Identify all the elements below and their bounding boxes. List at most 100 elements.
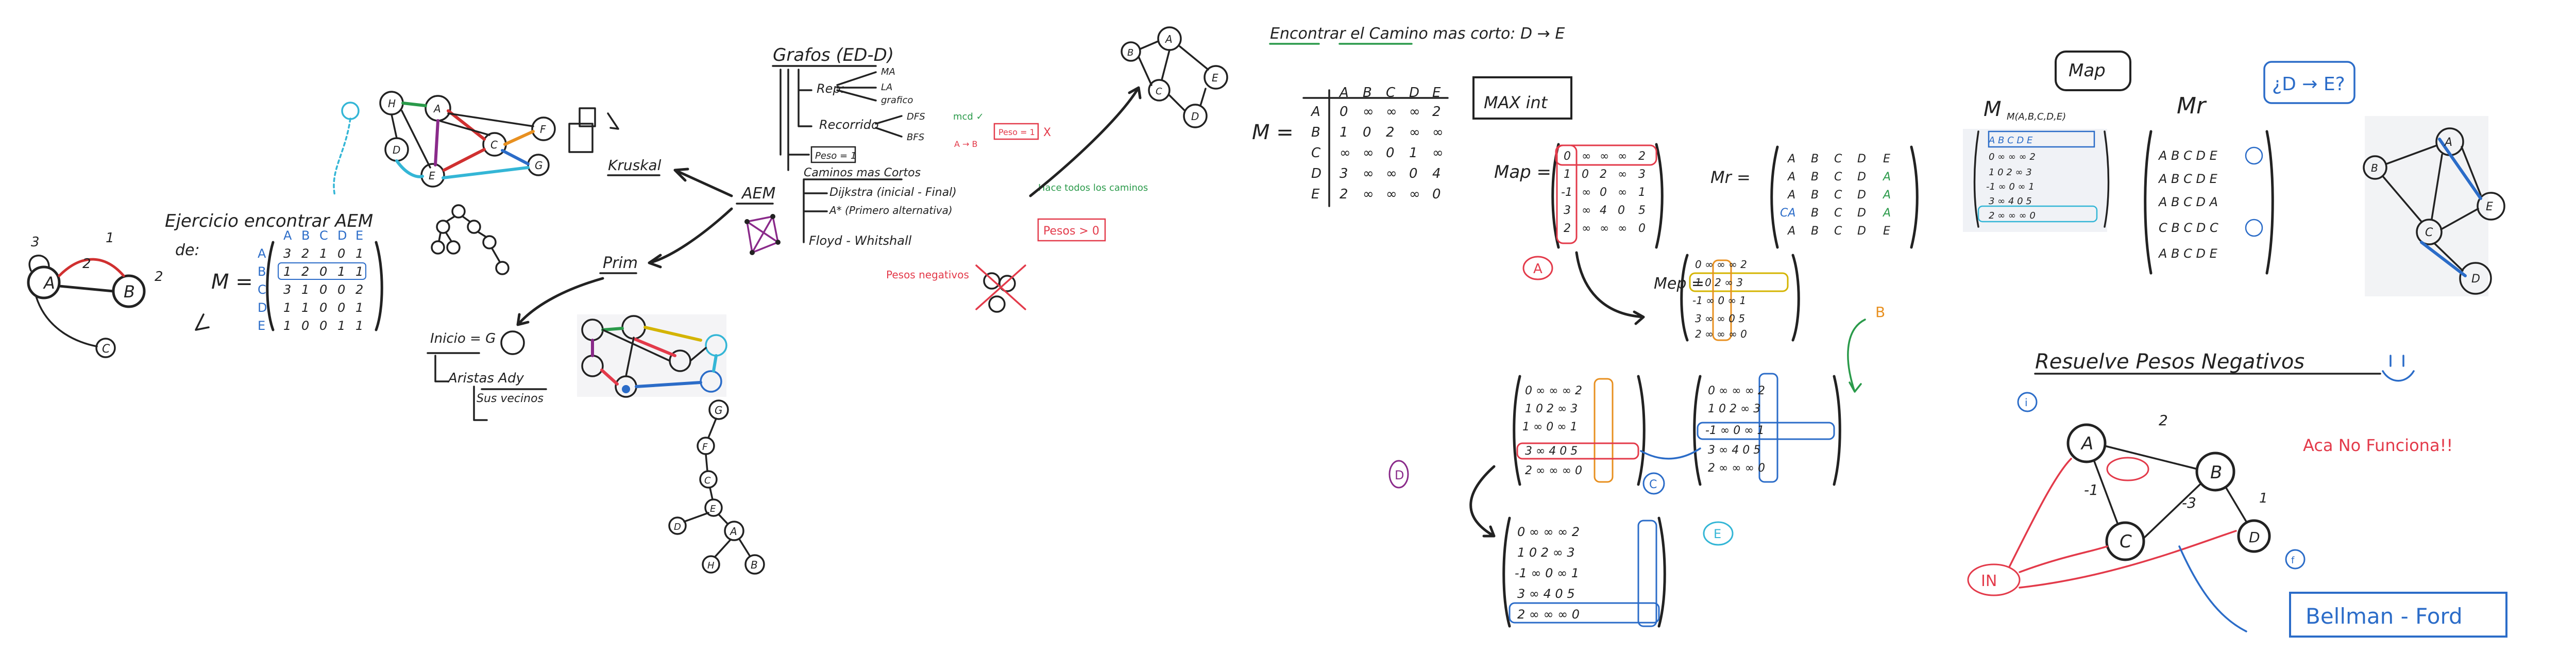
graph-abc: A B C 3 1 2 2 — [27, 230, 163, 358]
caminos-label: Caminos mas Cortos — [804, 166, 921, 179]
mrc: B — [1811, 207, 1819, 220]
k-node-h: H — [388, 97, 396, 110]
matrix-m-left: A B C D E A B C D E 3 2 1 0 1 1 2 0 1 1 … — [258, 228, 383, 333]
neg-w-1: 1 — [2259, 491, 2268, 506]
fcell: 4 — [1432, 166, 1441, 181]
fcell: ∞ — [1409, 125, 1420, 140]
arrow-to-e — [1469, 465, 1496, 538]
aristas-label: Aristas Ady — [447, 371, 524, 386]
tree-node-f: F — [702, 442, 708, 453]
inicio-node — [500, 330, 525, 355]
mapc: ∞ — [1582, 150, 1591, 163]
rep-la: LA — [881, 82, 892, 93]
me-cell: 0 ∞ ∞ ∞ 2 — [1517, 525, 1580, 539]
rg-node-b: B — [2371, 162, 2378, 174]
mapc: 4 — [1600, 204, 1607, 217]
mep-cell: 1 0 2 ∞ 3 — [1695, 276, 1743, 289]
mapc: 2 — [1600, 168, 1607, 181]
peso-1-box: Peso = 1 — [815, 151, 856, 161]
map-matrix: 0 ∞ ∞ ∞ 2 1 0 2 ∞ 3 -1 ∞ 0 ∞ 1 3 ∞ 4 0 5… — [1551, 143, 1664, 249]
mrc: C — [1834, 189, 1842, 202]
grafos-outline: Grafos (ED-D) Rep: MA LA grafico Recorri… — [772, 45, 1148, 281]
arrow-b — [1847, 319, 1866, 393]
prim-tree: G F C E A D H B — [668, 399, 765, 575]
md-cell: 1 0 2 ∞ 3 — [1708, 403, 1760, 415]
rg-node-e: E — [2486, 201, 2493, 213]
mapc: ∞ — [1600, 222, 1609, 235]
map-head: M — [1984, 97, 2002, 121]
sg-node-b: B — [1127, 47, 1133, 58]
house-icon — [568, 107, 619, 153]
green-check: mcd ✓ — [953, 111, 984, 122]
mrc: B — [1811, 171, 1819, 183]
right-mr-matrix: A B C D E A B C D E A B C D A C B C D C … — [2144, 130, 2274, 275]
fr: D — [1311, 166, 1321, 181]
neg-node-b: B — [2210, 462, 2222, 483]
fc: B — [1363, 85, 1372, 101]
m-cell: 0 — [319, 319, 327, 333]
kruskal-tree — [431, 204, 510, 275]
fcell: ∞ — [1363, 145, 1374, 161]
fcell: ∞ — [1363, 166, 1374, 181]
kruskal-label: Kruskal — [608, 157, 662, 174]
matrix-step-d: 0 ∞ ∞ ∞ 2 1 0 2 ∞ 3 -1 ∞ 0 ∞ 1 3 ∞ 4 0 5… — [1693, 373, 1841, 486]
rg-node-a: A — [2444, 136, 2452, 149]
m-cell: 3 — [283, 246, 291, 261]
mrc: E — [1883, 153, 1890, 165]
step-c: C — [1649, 478, 1657, 491]
bellman-label: Bellman - Ford — [2306, 604, 2463, 629]
neg-node-a: A — [2080, 433, 2093, 454]
node-a-label: A — [43, 273, 55, 293]
smile-icon — [2382, 355, 2415, 382]
fcell: 2 — [1340, 187, 1348, 202]
red-arrow-c — [2019, 545, 2108, 573]
m-cell: 1 — [283, 319, 291, 333]
sg-node-d: D — [1191, 110, 1199, 123]
mapc: 0 — [1600, 186, 1607, 199]
mrc: A — [1787, 171, 1795, 183]
k-node-f: F — [540, 123, 546, 136]
mc-cell: 2 ∞ ∞ ∞ 0 — [1525, 464, 1582, 477]
fcell: ∞ — [1363, 187, 1374, 202]
fc: A — [1338, 85, 1349, 101]
bellman-box — [2289, 592, 2507, 638]
question-label: ¿D → E? — [2272, 74, 2345, 95]
red-arrow-a — [2008, 458, 2072, 568]
md-cell: 2 ∞ ∞ ∞ 0 — [1708, 462, 1765, 475]
sg-node-c: C — [1156, 86, 1162, 97]
astar-label: A* (Primero alternativa) — [828, 204, 953, 216]
mrc: A — [1882, 171, 1891, 183]
arrow-to-kruskal — [673, 168, 733, 197]
m-label: M = — [211, 270, 253, 294]
fcell: ∞ — [1386, 104, 1397, 120]
me-cell: -1 ∞ 0 ∞ 1 — [1515, 566, 1579, 580]
mrc: A — [1787, 153, 1795, 165]
mrc: B — [1811, 189, 1819, 202]
map-sub: M(A,B,C,D,E) — [2007, 111, 2066, 122]
mapc: 1 — [1564, 168, 1571, 181]
neg-weight-small-graph — [975, 264, 1026, 313]
mrc: CA — [1780, 207, 1795, 220]
mc-cell: 1 ∞ 0 ∞ 1 — [1522, 421, 1578, 433]
mep-cell: 3 ∞ ∞ 0 5 — [1695, 312, 1745, 325]
fr: A — [1310, 104, 1320, 120]
k-node-a: A — [433, 103, 441, 115]
fcell: 2 — [1386, 125, 1395, 140]
rm-cell: 3 ∞ 4 0 5 — [1989, 196, 2032, 207]
m-cell: 0 — [337, 246, 345, 261]
mapc: 0 — [1618, 204, 1625, 217]
mrc: C — [1834, 207, 1842, 220]
pesos-positivos: Pesos > 0 — [1043, 225, 1099, 238]
step-c-circle — [1642, 472, 1665, 495]
m-cell: 1 — [283, 300, 291, 315]
fc: E — [1432, 85, 1441, 101]
mapc: 2 — [1564, 222, 1571, 235]
neg-weight-graph: i f A B C D 2 -1 -3 1 — [2017, 392, 2306, 570]
neg-w-minus3: -3 — [2182, 494, 2196, 511]
fcell: 2 — [1432, 104, 1441, 120]
mapc: ∞ — [1618, 150, 1627, 163]
rmr-cell: A B C D E — [2158, 246, 2218, 261]
md-cell: -1 ∞ 0 ∞ 1 — [1705, 424, 1765, 437]
mr-matrix: A B C D E A B C D A A B C D A CA B C D A… — [1770, 145, 1919, 249]
k-node-g: G — [535, 159, 543, 172]
